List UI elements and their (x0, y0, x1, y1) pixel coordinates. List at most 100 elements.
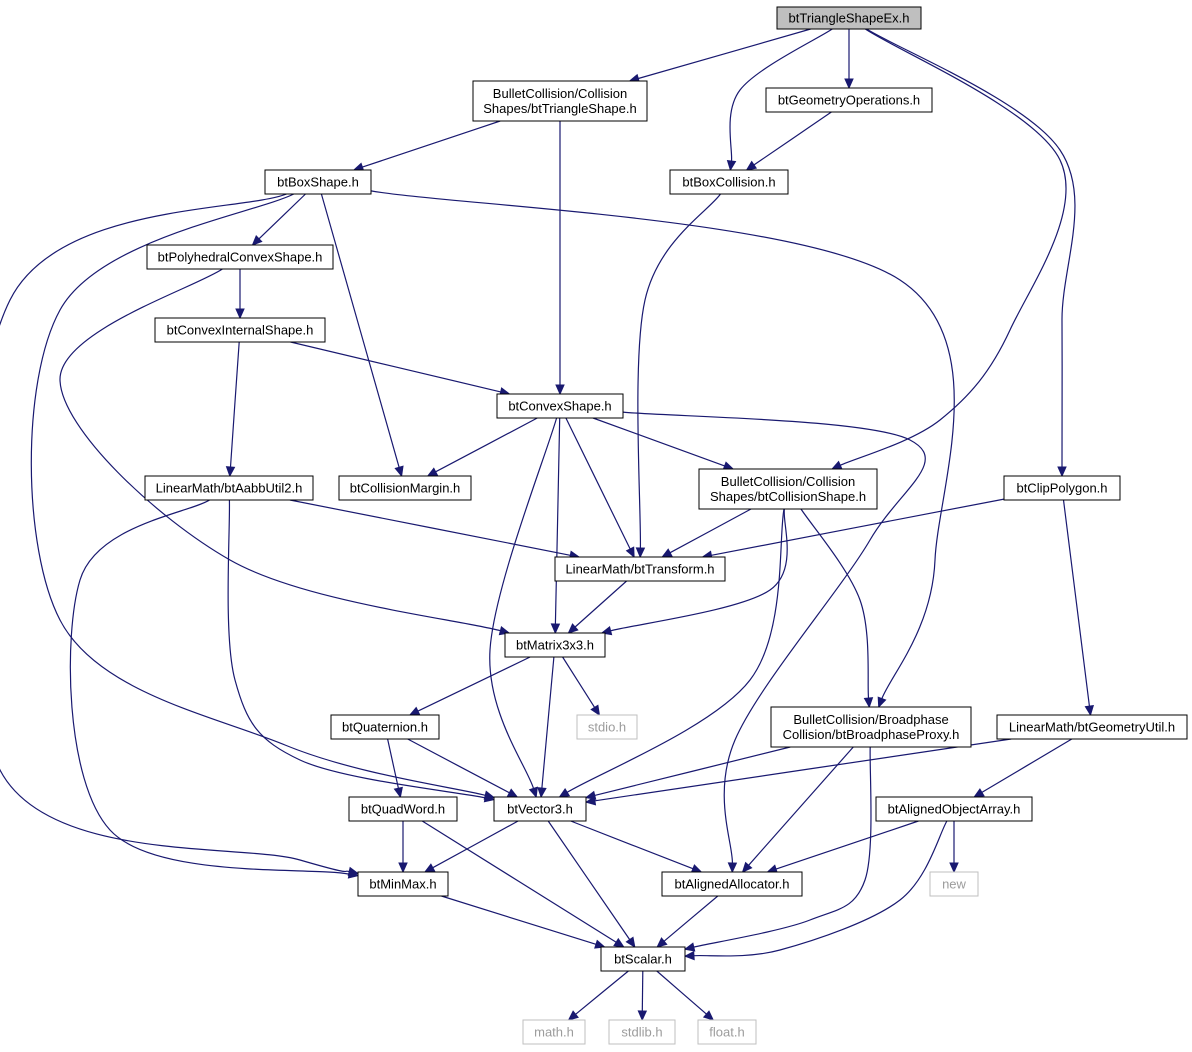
edge-boxShape-to-minMax (0, 193, 360, 877)
node-label: LinearMath/btAabbUtil2.h (156, 481, 303, 496)
edge-line (258, 193, 306, 240)
node-minMax[interactable]: btMinMax.h (357, 871, 449, 897)
node-label: stdio.h (588, 720, 626, 735)
edge-line (441, 895, 597, 945)
arrowhead (558, 787, 571, 798)
node-box (765, 87, 933, 113)
node-quadWord[interactable]: btQuadWord.h (348, 796, 458, 822)
edge-line (594, 746, 791, 796)
node-collisionMargin[interactable]: btCollisionMargin.h (338, 475, 472, 501)
node-geometryUtil[interactable]: LinearMath/btGeometryUtil.h (996, 714, 1188, 740)
arrowhead (683, 942, 696, 952)
arrowhead (727, 862, 738, 874)
node-boxCollision[interactable]: btBoxCollision.h (669, 169, 789, 195)
node-convexShape[interactable]: btConvexShape.h (496, 393, 624, 419)
edge-broadphaseProxy-to-vector3 (584, 746, 791, 800)
node-math: math.h (522, 1019, 586, 1045)
edge-line (748, 746, 854, 866)
node-collisionShape[interactable]: BulletCollision/CollisionShapes/btCollis… (698, 468, 878, 510)
edge-convexShape-to-collisionShape (592, 417, 735, 471)
node-clipPolygon[interactable]: btClipPolygon.h (1003, 475, 1121, 501)
node-matrix3x3[interactable]: btMatrix3x3.h (504, 632, 606, 658)
node-box (776, 6, 922, 30)
node-alignedAllocator[interactable]: btAlignedAllocator.h (661, 871, 803, 897)
node-label: btMatrix3x3.h (516, 638, 594, 653)
edge-line (289, 499, 571, 556)
node-label: new (942, 877, 966, 892)
edge-convexShape-to-vector3 (489, 417, 558, 799)
arrowhead (408, 706, 421, 716)
node-float: float.h (697, 1019, 757, 1045)
node-new: new (929, 871, 979, 897)
edge-scalar-to-stdlib (637, 970, 648, 1022)
node-stdlib: stdlib.h (608, 1019, 676, 1045)
node-label: BulletCollision/Broadphase (793, 712, 948, 727)
node-stdio: stdio.h (576, 714, 638, 740)
arrowhead (235, 308, 245, 320)
arrowhead (745, 160, 758, 171)
edge-boxShape-to-broadphaseProxy (370, 190, 955, 709)
edge-line (800, 508, 870, 699)
node-label: float.h (709, 1025, 744, 1040)
node-transform[interactable]: LinearMath/btTransform.h (554, 556, 726, 582)
edge-broadphaseProxy-to-alignedAllocator (741, 746, 854, 873)
edge-geometryUtil-to-vector3 (584, 738, 1012, 806)
node-quaternion[interactable]: btQuaternion.h (330, 714, 440, 740)
node-geometryOps[interactable]: btGeometryOperations.h (765, 87, 933, 113)
arrowhead (683, 950, 695, 961)
edge-line (421, 820, 617, 943)
edge-line (565, 417, 631, 550)
node-aabbUtil2[interactable]: LinearMath/btAabbUtil2.h (144, 475, 314, 501)
node-label: btBoxShape.h (277, 175, 359, 190)
edge-clipPolygon-to-geometryUtil (1062, 499, 1094, 717)
node-box (338, 475, 472, 501)
node-box (496, 393, 624, 419)
node-broadphaseProxy[interactable]: BulletCollision/BroadphaseCollision/btBr… (770, 706, 972, 748)
edge-line (290, 341, 501, 393)
edge-vector3-to-scalar (547, 820, 636, 949)
arrowhead (613, 937, 625, 948)
node-box (669, 169, 789, 195)
arrowhead (423, 863, 436, 873)
edge-line (663, 895, 719, 942)
arrowhead (550, 623, 561, 635)
arrowhead (863, 697, 874, 709)
node-box (1003, 475, 1121, 501)
edge-alignedAllocator-to-scalar (656, 895, 719, 948)
node-polyhedral[interactable]: btPolyhedralConvexShape.h (146, 244, 334, 270)
edge-collisionShape-to-vector3 (558, 508, 785, 798)
edge-aabbUtil2-to-vector3 (227, 499, 496, 803)
arrowhead (225, 466, 236, 478)
edge-boxShape-to-collisionMargin (320, 193, 404, 478)
edge-collisionShape-to-broadphaseProxy (800, 508, 874, 709)
edge-line (547, 820, 631, 940)
node-triangleShape[interactable]: BulletCollision/CollisionShapes/btTriang… (472, 80, 648, 122)
arrowhead (555, 384, 565, 396)
edge-geometryOps-to-boxCollision (745, 111, 832, 171)
edge-line (610, 508, 788, 632)
edge-convexShape-to-collisionMargin (426, 417, 538, 477)
edge-line (693, 746, 872, 948)
arrowhead (635, 547, 646, 559)
edge-line (641, 970, 644, 1012)
node-box (929, 871, 979, 897)
node-box (154, 317, 326, 343)
arrowhead (426, 467, 439, 477)
node-scalar[interactable]: btScalar.h (600, 946, 686, 972)
node-convexInternal[interactable]: btConvexInternalShape.h (154, 317, 326, 343)
node-boxShape[interactable]: btBoxShape.h (264, 169, 372, 195)
edge-line (417, 656, 531, 712)
node-root[interactable]: btTriangleShapeEx.h (776, 6, 922, 30)
arrowhead (398, 862, 408, 874)
node-vector3[interactable]: btVector3.h (493, 796, 587, 822)
node-box (996, 714, 1188, 740)
edge-line (711, 498, 1005, 556)
node-label: btPolyhedralConvexShape.h (158, 250, 323, 265)
node-box (697, 1019, 757, 1045)
node-label: Shapes/btTriangleShape.h (483, 101, 636, 116)
node-label: LinearMath/btTransform.h (565, 562, 714, 577)
node-alignedObjectArray[interactable]: btAlignedObjectArray.h (875, 796, 1033, 822)
arrowhead (537, 787, 547, 799)
node-box (770, 706, 972, 748)
edge-line (320, 193, 400, 468)
